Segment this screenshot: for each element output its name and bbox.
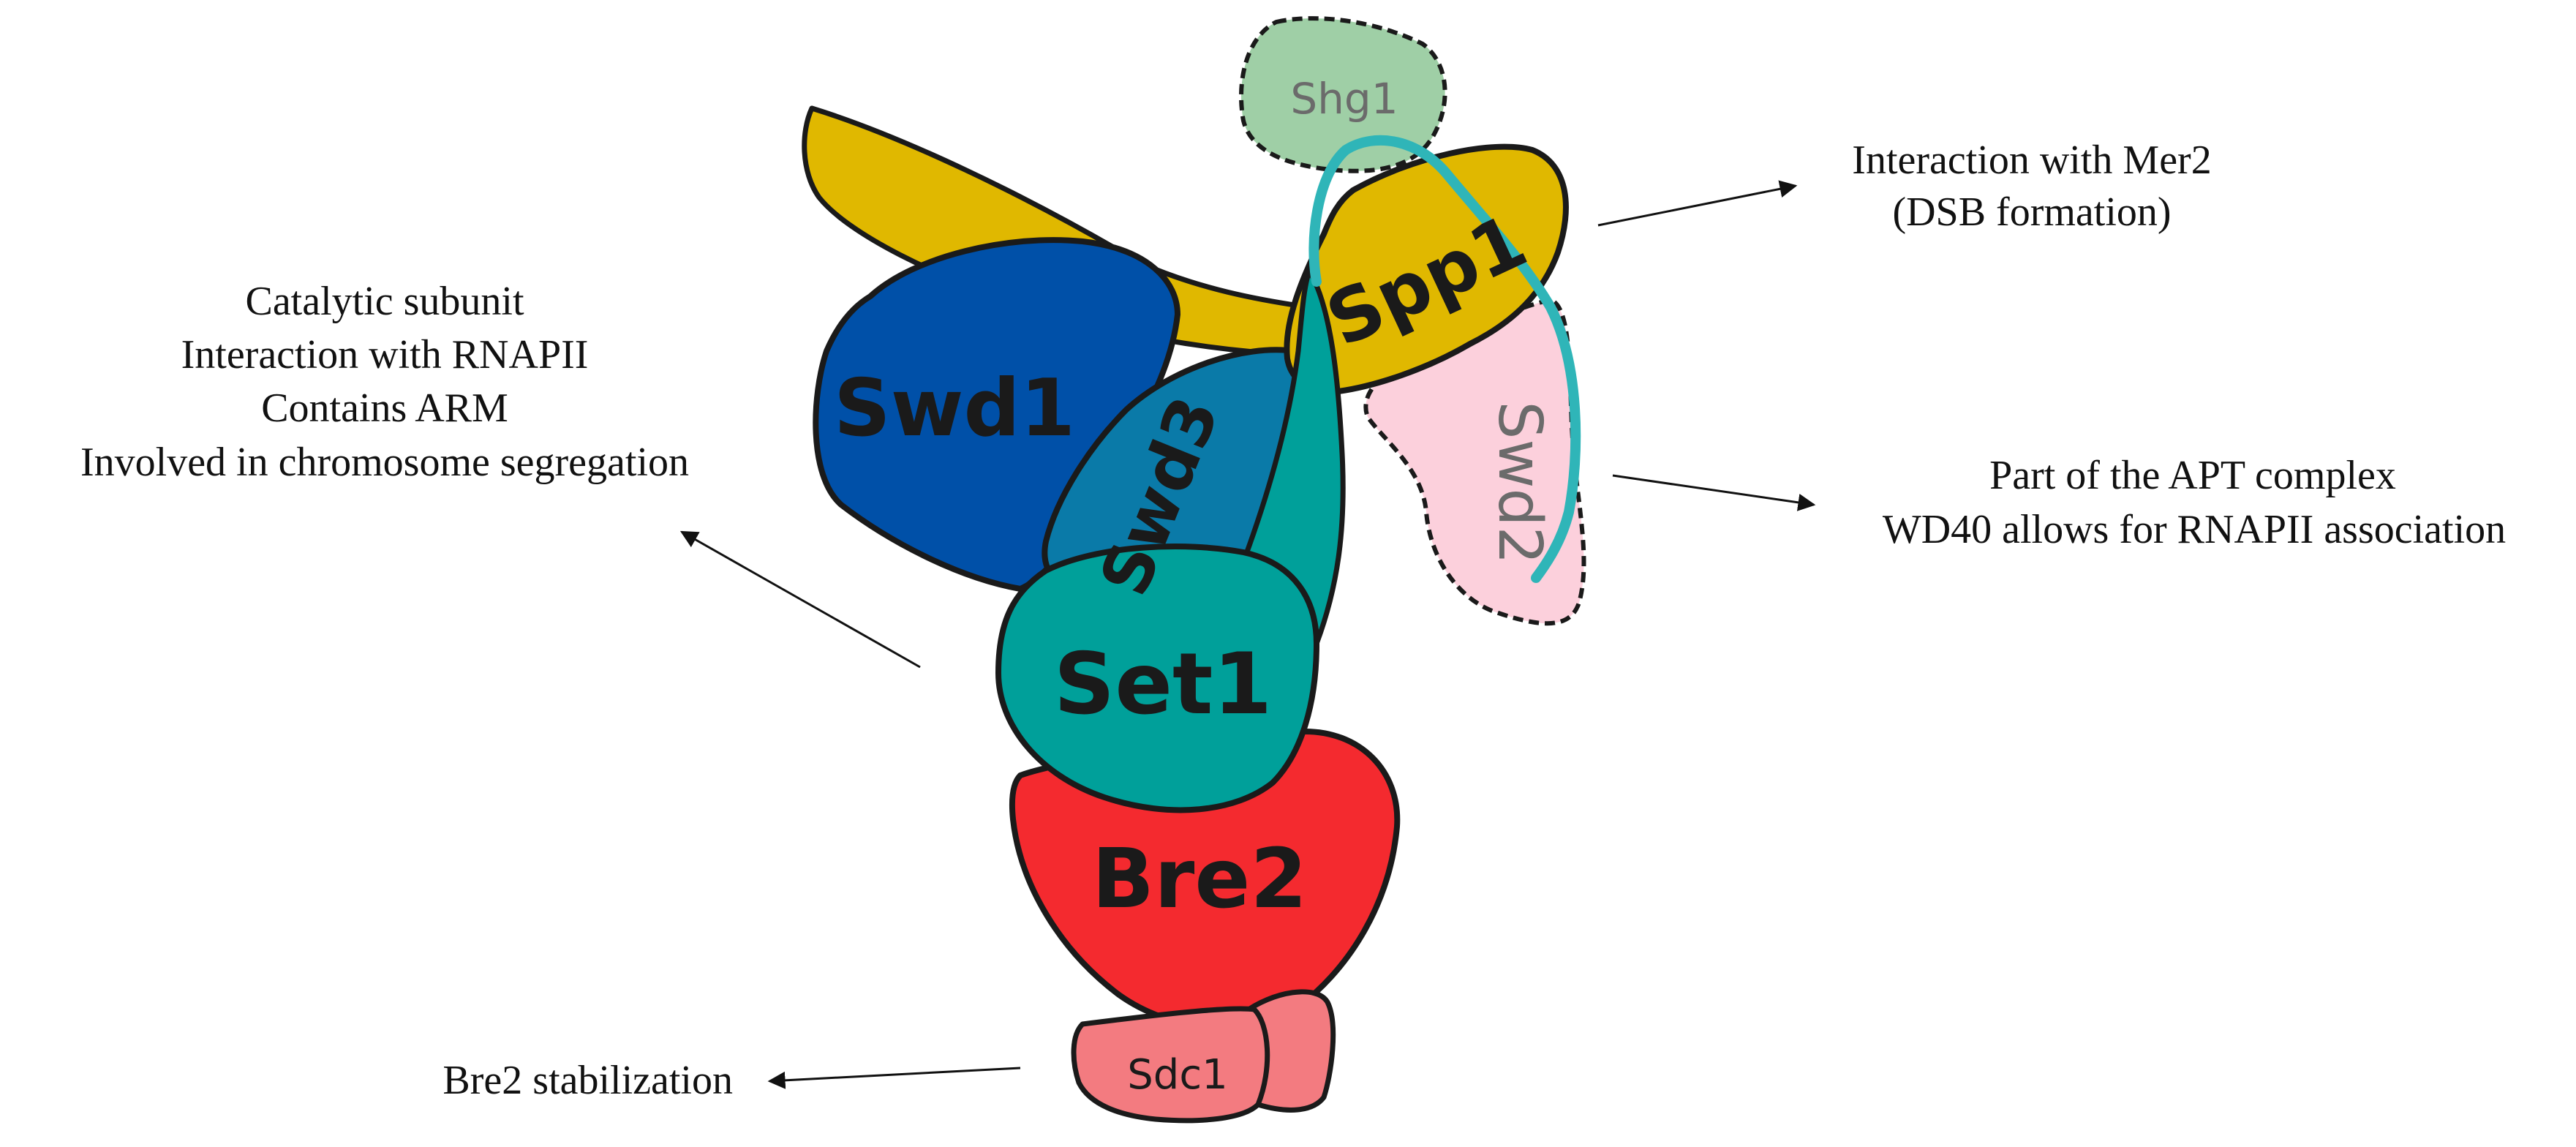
set1-annotation-line2: Interaction with RNAPII bbox=[181, 332, 589, 377]
set1-annotation-line1: Catalytic subunit bbox=[245, 279, 524, 324]
spp1-shape bbox=[1284, 143, 1569, 395]
sdc1-arrow bbox=[767, 1067, 1021, 1089]
bre2-label: Bre2 bbox=[1092, 832, 1308, 927]
shg1-label: Shg1 bbox=[1290, 74, 1398, 124]
swd2-label: Swd2 bbox=[1485, 401, 1554, 564]
set1-annotation-line3: Contains ARM bbox=[261, 386, 508, 431]
set1-label: Set1 bbox=[1054, 635, 1272, 734]
set1-arrow bbox=[679, 530, 921, 669]
spp1-arrow bbox=[1597, 180, 1798, 227]
spp1-arm-shape bbox=[802, 105, 1312, 358]
sdc1-label: Sdc1 bbox=[1127, 1051, 1228, 1099]
shg1-shape bbox=[1239, 16, 1447, 173]
swd2-annotation-line1: Part of the APT complex bbox=[1989, 453, 2396, 498]
swd2-arrow bbox=[1612, 474, 1816, 511]
tether-line bbox=[1308, 135, 1581, 583]
swd2-annotation-line2: WD40 allows for RNAPII association bbox=[1883, 507, 2506, 552]
sdc1-annotation-line1: Bre2 stabilization bbox=[442, 1058, 733, 1103]
sdc1-shape bbox=[1071, 1006, 1270, 1124]
swd1-label: Swd1 bbox=[834, 363, 1075, 454]
set1-annotation-line4: Involved in chromosome segregation bbox=[80, 440, 689, 485]
spp1-annotation-line2: (DSB formation) bbox=[1892, 189, 2171, 235]
set1-shape bbox=[995, 544, 1319, 813]
spp1-annotation-line1: Interaction with Mer2 bbox=[1852, 138, 2211, 183]
swd2-shape bbox=[1363, 298, 1586, 626]
